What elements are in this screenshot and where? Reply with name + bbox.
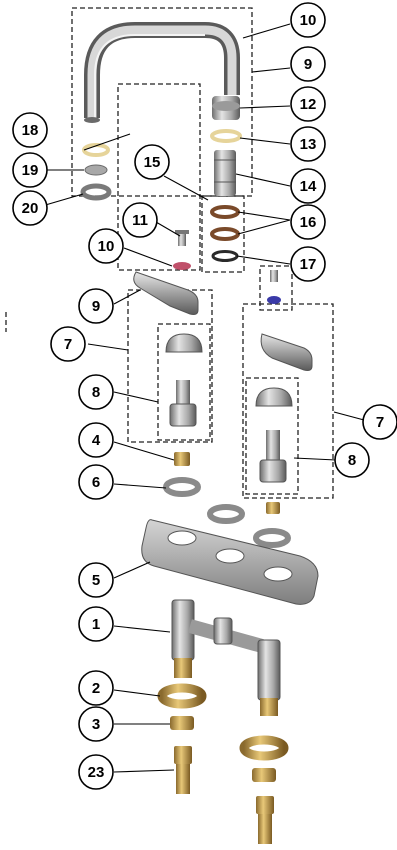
spout-assembly-box (71, 7, 253, 197)
adapter-23 (174, 746, 192, 794)
ring-upper-right (253, 528, 291, 548)
nut-3 (170, 716, 194, 730)
callout-label: 11 (132, 212, 148, 229)
ring-22 (80, 183, 112, 201)
callout-label: 3 (92, 716, 100, 733)
spout-inner-box (117, 83, 201, 271)
callout-label: 9 (304, 56, 312, 73)
callout-15: 13 (290, 126, 326, 162)
oring-2 (210, 227, 240, 241)
callout-label: 16 (300, 214, 317, 231)
parts (80, 22, 319, 844)
callout-2: 2 (78, 670, 114, 706)
callout-9: 9 (78, 288, 114, 324)
callout-20: 18 (12, 112, 48, 148)
callout-22: 20 (12, 190, 48, 226)
adapter-right (256, 796, 274, 844)
ring-upper-mid (207, 504, 245, 524)
callout-8-right: 8 (334, 442, 370, 478)
washer-20 (82, 143, 110, 157)
callout-18: 16 (290, 204, 326, 240)
callout-4: 4 (78, 422, 114, 458)
left-cartridge-box (157, 323, 211, 441)
callout-label: 15 (144, 154, 161, 171)
callout-16: 14 (290, 168, 326, 204)
handle-left (133, 271, 199, 315)
callout-label: 12 (300, 96, 317, 113)
callout-label: 7 (64, 336, 72, 353)
right-cartridge-box (245, 377, 299, 495)
ring-6 (163, 477, 201, 497)
handle-right (260, 333, 313, 371)
callout-label: 8 (348, 452, 356, 469)
bonnet-right (255, 387, 293, 407)
callout-21: 19 (12, 152, 48, 188)
callout-7-right: 7 (362, 404, 397, 440)
washer-2 (157, 683, 207, 709)
callout-19: 17 (290, 246, 326, 282)
callout-17: 15 (134, 144, 170, 180)
callout-23: 23 (78, 754, 114, 790)
screw-11 (178, 232, 186, 246)
callout-label: 4 (92, 432, 101, 449)
spout-tube (84, 22, 240, 118)
callout-7-left: 7 (50, 326, 86, 362)
leader-lines (41, 23, 365, 773)
spout-washer (210, 129, 242, 143)
callout-label: 9 (92, 298, 100, 315)
callout-10: 10 (88, 228, 124, 264)
callout-label: 10 (300, 12, 317, 29)
callout-label: 10 (98, 238, 115, 255)
callouts: 10 9 12 13 14 15 16 17 18 19 20 11 10 9 … (12, 2, 397, 790)
callout-label: 2 (92, 680, 100, 697)
oring-1 (210, 205, 240, 219)
callout-1: 1 (78, 606, 114, 642)
callout-13: 10 (290, 2, 326, 38)
group-boxes (5, 7, 334, 499)
callout-label: 13 (300, 136, 317, 153)
callout-3: 3 (78, 706, 114, 742)
right-seat-box (259, 265, 293, 311)
seat-10 (173, 262, 191, 270)
callout-5: 5 (78, 562, 114, 598)
callout-12: 9 (290, 46, 326, 82)
right-handle-assembly-box (242, 303, 334, 499)
callout-8-left: 8 (78, 374, 114, 410)
screw-right (270, 270, 278, 282)
callout-label: 19 (22, 162, 39, 179)
callout-label: 14 (300, 178, 317, 195)
callout-label: 18 (22, 122, 39, 139)
callout-label: 20 (22, 200, 39, 217)
brass-insert-right (266, 502, 280, 514)
callout-label: 5 (92, 572, 100, 589)
callout-label: 1 (92, 616, 100, 633)
callout-label: 23 (88, 764, 105, 781)
oring-3 (211, 250, 239, 262)
callout-label: 8 (92, 384, 100, 401)
callout-label: 17 (300, 256, 317, 273)
brass-insert-4 (174, 452, 190, 466)
spout-body (214, 150, 236, 196)
disc-21 (84, 164, 108, 176)
callout-label: 7 (376, 414, 384, 431)
callout-11: 11 (122, 202, 158, 238)
seat-right (267, 296, 281, 304)
callout-14: 12 (290, 86, 326, 122)
callout-6: 6 (78, 464, 114, 500)
bonnet-left (165, 333, 203, 353)
callout-label: 6 (92, 474, 100, 491)
